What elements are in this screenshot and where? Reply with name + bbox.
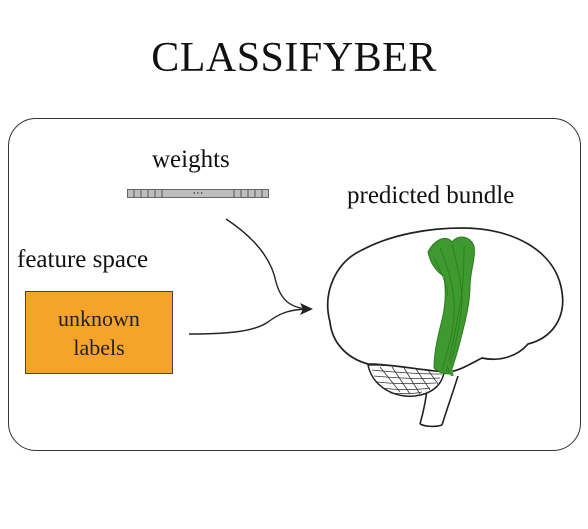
fiber-bundle-icon [427, 236, 475, 377]
feature-arrow [188, 308, 312, 335]
weights-dots: ··· [193, 187, 204, 199]
weights-bar-ticks [133, 190, 263, 197]
diagram-title: CLASSIFYBER [151, 35, 437, 81]
unknown-labels-box: unknown labels [25, 291, 173, 374]
weights-label: weights [152, 146, 230, 173]
arrow-icon [300, 303, 313, 315]
weights-bar [127, 189, 269, 198]
unknown-labels-line1: unknown [58, 305, 140, 331]
unknown-labels-line2: labels [73, 334, 125, 360]
weights-arrow [225, 218, 312, 310]
diagram-panel [8, 118, 581, 451]
feature-space-label: feature space [17, 246, 149, 273]
predicted-bundle-label: predicted bundle [347, 182, 515, 209]
